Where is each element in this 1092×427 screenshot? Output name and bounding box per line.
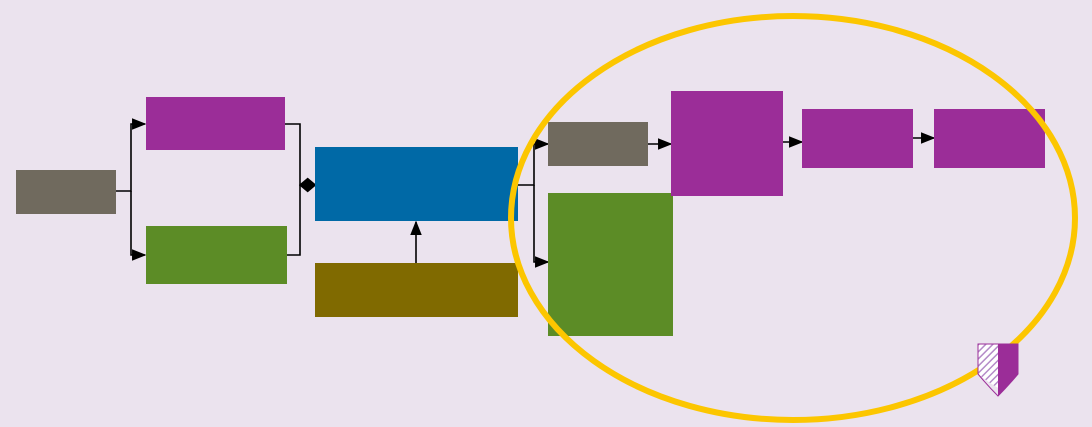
connector-green-lower-to-blue	[287, 185, 301, 256]
shield-logo-icon	[977, 343, 1019, 397]
purple-box-upper	[146, 97, 285, 150]
purple-box-large	[671, 91, 783, 196]
connector-gray-to-green-lower	[130, 191, 147, 261]
connector-blue-to-green-large	[533, 185, 550, 268]
highlight-ellipse	[508, 13, 1078, 423]
olive-box-bottom	[315, 263, 518, 317]
connector-purple-upper-to-blue	[285, 123, 317, 193]
connector-blue-to-gray-right	[518, 138, 550, 186]
connector-gray-to-purple-upper	[116, 118, 147, 192]
purple-box-right-2	[934, 109, 1045, 168]
purple-box-right-1	[802, 109, 913, 168]
gray-box-right	[548, 122, 648, 166]
blue-box-center	[315, 147, 518, 221]
gray-box-left	[16, 170, 116, 214]
green-box-large	[548, 193, 673, 336]
boxes	[16, 91, 1045, 336]
connectors	[116, 118, 936, 268]
green-box-lower	[146, 226, 287, 284]
